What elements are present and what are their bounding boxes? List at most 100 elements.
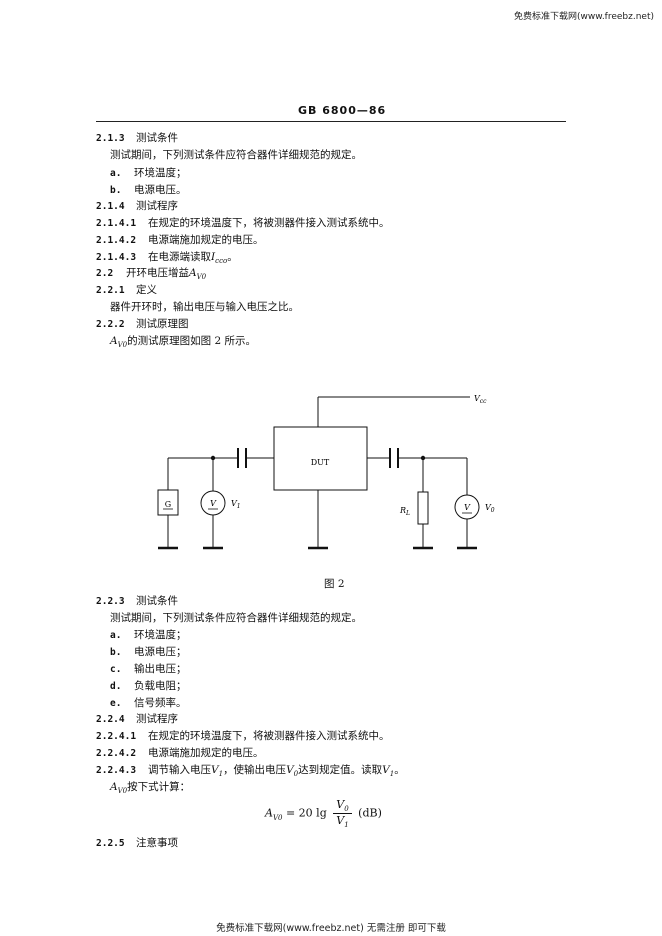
symbol: A [110,781,118,793]
section-title: 定义 [136,284,157,296]
list-mark: b. [110,647,122,658]
circuit-diagram: Vcc DUT G V V1 RL V V0 [157,394,495,550]
list-mark: a. [110,168,122,179]
list-text: 负载电阻； [134,680,187,692]
fraction-numerator: V0 [333,798,352,815]
symbol: I [211,251,216,263]
denominator-symbol: V [336,814,345,828]
paragraph: 器件开环时，输出电压与输入电压之比。 [110,301,299,313]
section-number: 2.2.5 [96,838,125,849]
section-2-2-3: 2.2.3 测试条件 [96,594,178,609]
dut-label: DUT [311,458,330,467]
section-number: 2.2 [96,268,114,279]
v1-label: V1 [231,499,241,510]
formula-lhs-subscript: V0 [272,813,283,822]
junction-dot [210,455,216,461]
paragraph: 测试期间，下列测试条件应符合器件详细规范的规定。 [110,149,362,161]
v0-meter-symbol: V [464,503,471,512]
list-text: 环境温度； [134,629,187,641]
section-2-2-2: 2.2.2 测试原理图 [96,317,189,332]
list-mark: a. [110,630,122,641]
list-text: 电源电压。 [134,184,187,196]
section-number: 2.1.4 [96,201,125,212]
punctuation: 。 [227,251,238,263]
symbol: A [110,335,118,347]
rl-label: RL [399,506,410,517]
section-number: 2.1.4.3 [96,252,137,263]
numerator-subscript: 0 [344,805,349,814]
list-item: c.输出电压； [110,662,187,677]
section-title: 测试原理图 [136,318,189,330]
list-text: 电源电压； [134,646,187,658]
list-mark: d. [110,681,122,692]
symbol-subscript: 1 [389,770,395,779]
formula-lhs: A [265,806,273,820]
vcc-label: Vcc [474,394,487,405]
section-title: 测试程序 [136,200,178,212]
formula-operator: = 20 lg [285,806,327,820]
list-mark: e. [110,698,122,709]
standard-number: GB 6800—86 [298,104,387,117]
section-title: 测试条件 [136,595,178,607]
v1-meter-symbol: V [210,499,217,508]
symbol-subscript: cco [215,257,228,266]
section-number: 2.1.4.1 [96,218,137,229]
section-number: 2.2.2 [96,319,125,330]
list-item: d. 负载电阻； [110,679,187,694]
junction-dot [420,455,426,461]
section-title: 测试条件 [136,132,178,144]
section-title: 测试程序 [136,713,178,725]
paragraph-text: 的测试原理图如图 2 所示。 [127,335,256,347]
list-item: a.环境温度； [110,166,187,181]
figure-caption: 图 2 [324,578,345,590]
section-text: ，使输出电压 [223,764,287,776]
section-number: 2.1.4.2 [96,235,137,246]
section-number: 2.2.4.1 [96,731,137,742]
paragraph: AV0的测试原理图如图 2 所示。 [110,334,256,352]
formula-unit: (dB) [358,806,382,820]
load-resistor [417,491,429,525]
list-item: a. 环境温度； [110,628,187,643]
fraction-denominator: V1 [333,814,351,829]
section-number: 2.2.4 [96,714,125,725]
section-text: 达到规定值。读取 [298,764,383,776]
watermark-top: 免费标准下载网(www.freebz.net) [514,12,654,22]
section-title: 注意事项 [136,837,178,849]
list-text: 输出电压； [134,663,187,675]
formula: AV0 = 20 lg V0 V1 (dB) [265,798,382,829]
symbol-subscript: V0 [117,787,128,796]
header-rule [96,121,566,122]
punctuation: 。 [394,764,405,776]
section-2-2-4-2: 2.2.4.2 电源端施加规定的电压。 [96,746,264,761]
section-number: 2.2.4.2 [96,748,137,759]
symbol-subscript: 0 [293,770,299,779]
section-text: 电源端施加规定的电压。 [148,234,264,246]
section-2-2-4: 2.2.4 测试程序 [96,712,178,727]
list-item: e. 信号频率。 [110,696,187,711]
symbol: V [211,764,219,776]
section-text: 电源端施加规定的电压。 [148,747,264,759]
numerator-symbol: V [336,798,345,811]
section-2-1-4-2: 2.1.4.2 电源端施加规定的电压。 [96,233,264,248]
v0-label: V0 [485,503,495,514]
paragraph: AV0按下式计算： [110,780,190,798]
denominator-subscript: 1 [344,821,349,830]
list-item: b. 电源电压； [110,645,187,660]
symbol: V [382,764,390,776]
section-number: 2.2.3 [96,596,125,607]
watermark-bottom: 免费标准下载网(www.freebz.net) 无需注册 即可下载 [216,923,446,934]
section-text: 调节输入电压 [148,764,211,776]
section-2-1-4: 2.1.4 测试程序 [96,199,178,214]
section-2-2-5: 2.2.5 注意事项 [96,836,178,851]
symbol-subscript: V0 [196,273,207,282]
list-text: 信号频率。 [134,697,187,709]
section-title: 开环电压增益 [126,267,189,279]
formula-fraction: V0 V1 [333,798,352,829]
section-number: 2.2.4.3 [96,765,137,776]
